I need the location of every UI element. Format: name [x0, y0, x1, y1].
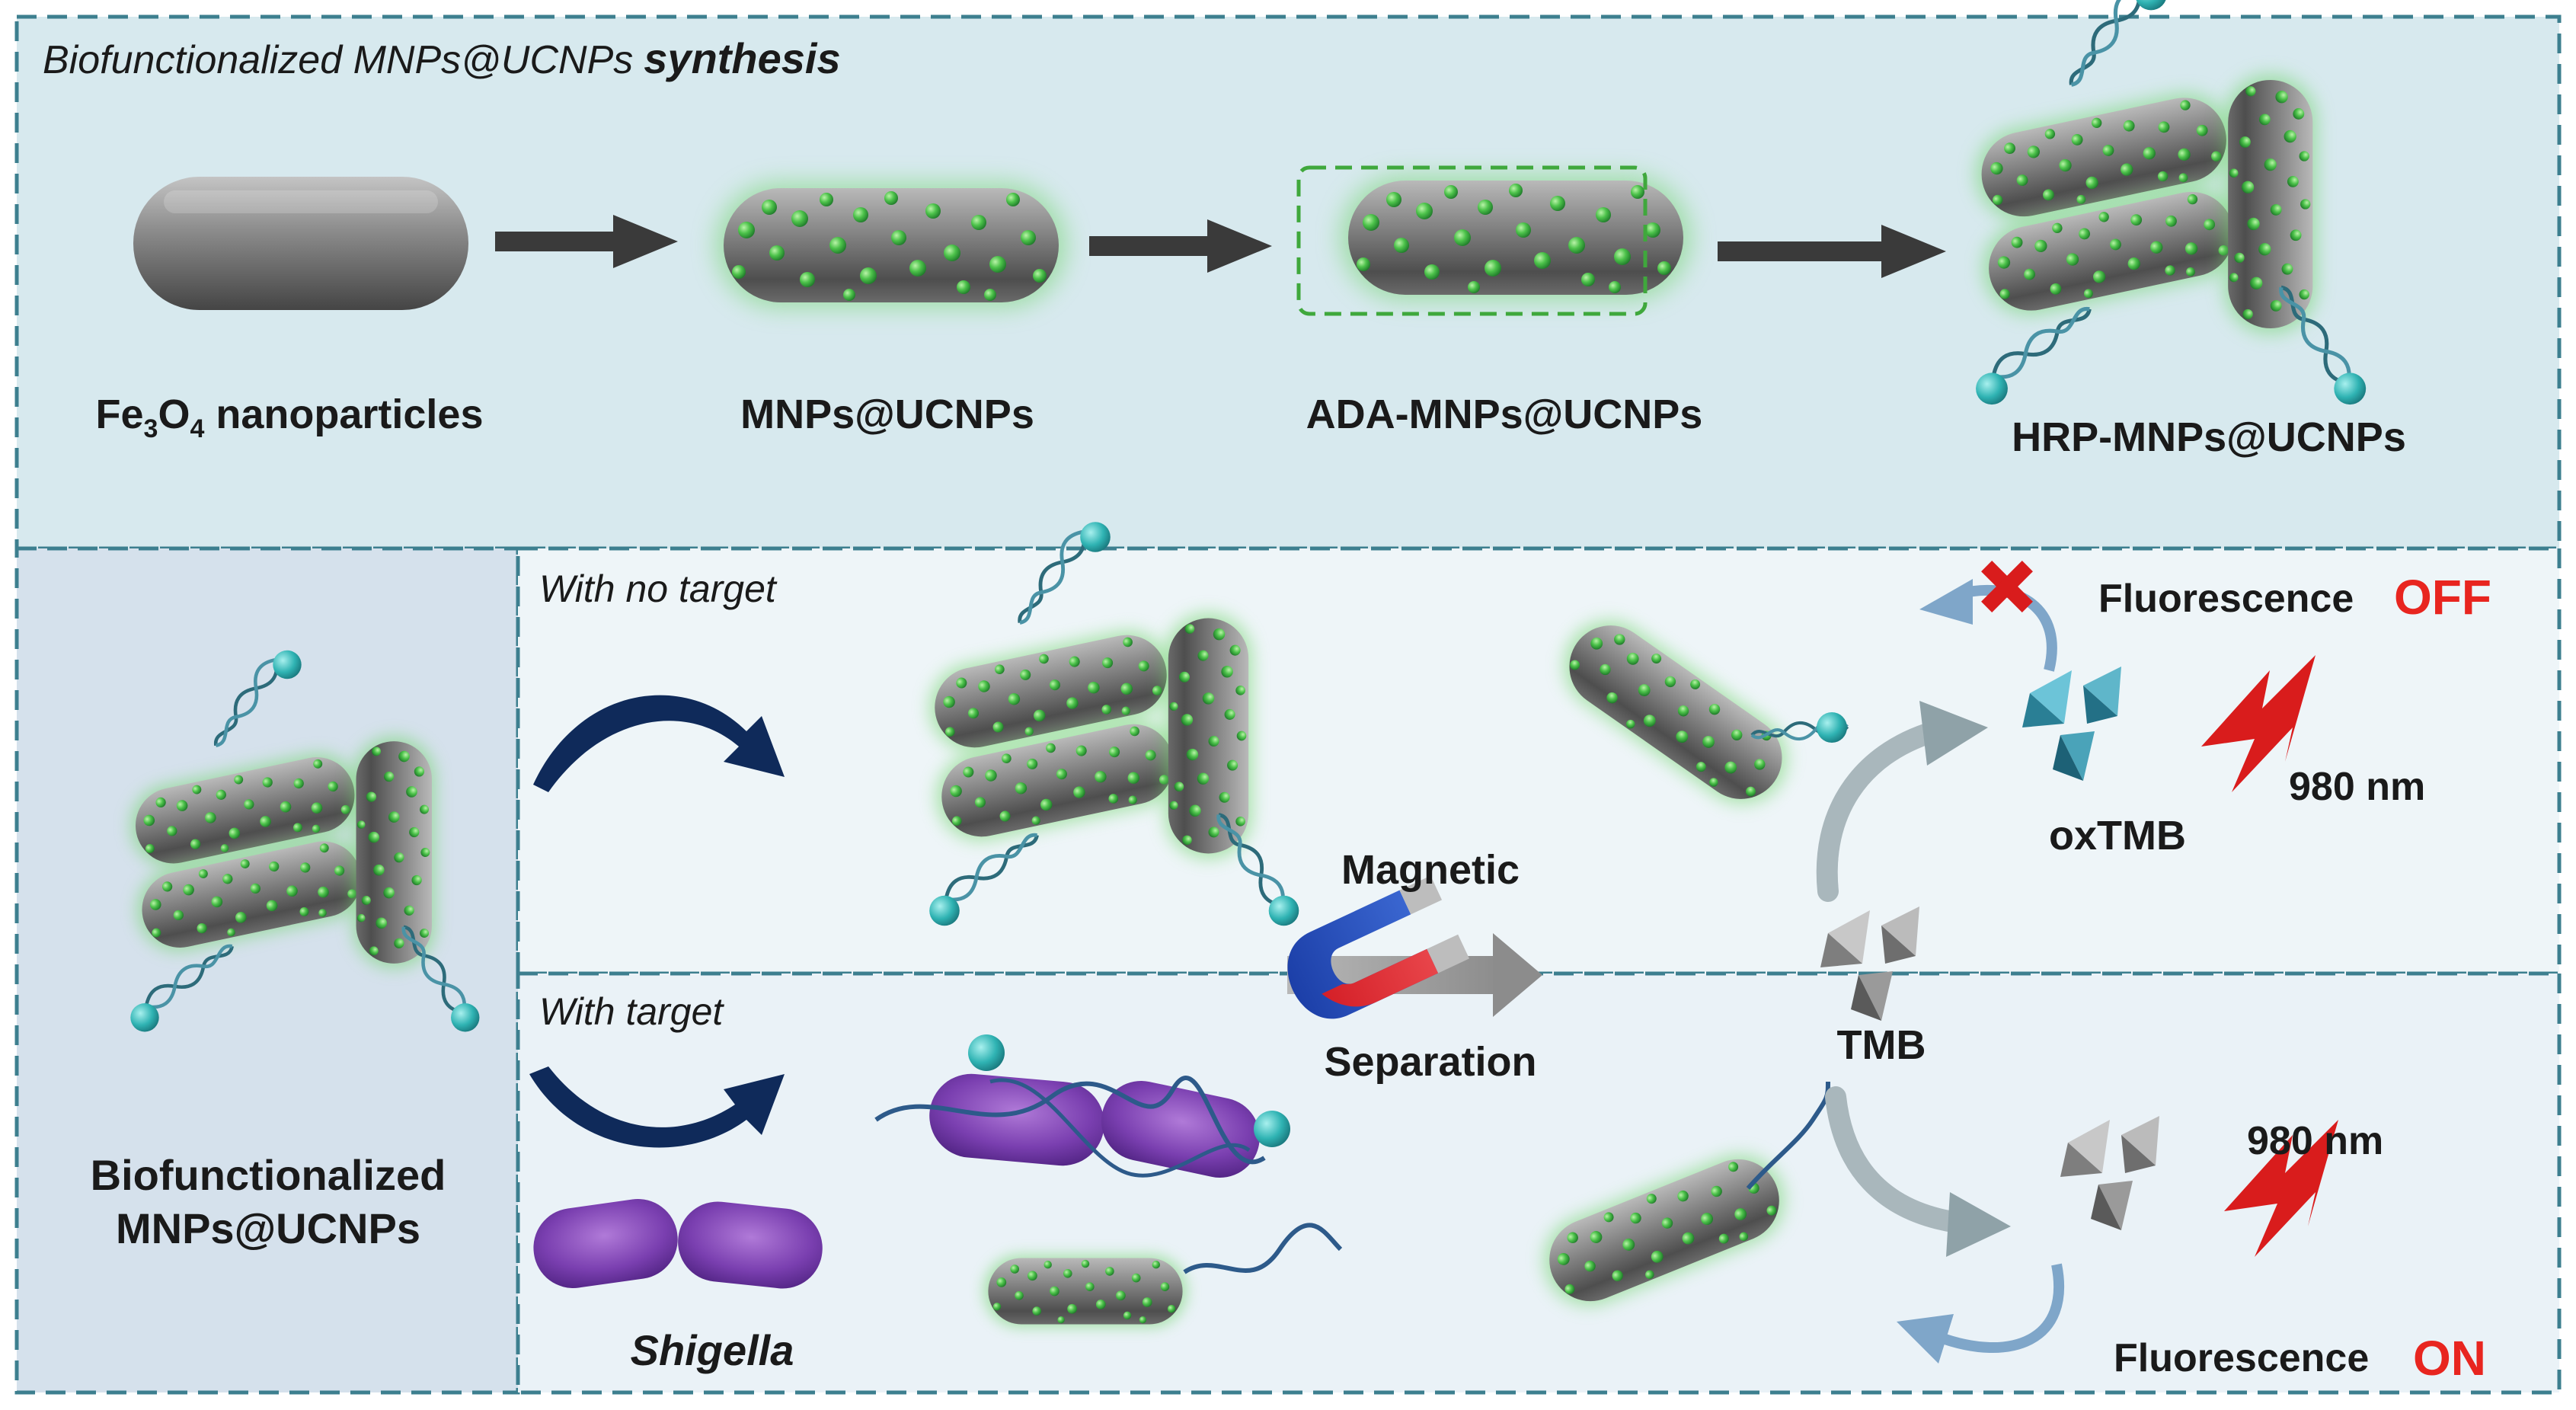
tmb-label: TMB	[1837, 1022, 1926, 1068]
fluorescence-on-state: ON	[2413, 1331, 2486, 1386]
target-title: With target	[539, 990, 724, 1033]
fe3o4-nanoparticle	[133, 177, 468, 310]
curved-arrow-to-tmb	[1825, 1086, 2011, 1257]
ada-mnps-ucnps-label: ADA-MNPs@UCNPs	[1306, 392, 1703, 437]
separation-label: Separation	[1324, 1039, 1536, 1085]
synthesis-arrow-2	[1089, 219, 1272, 273]
shigella-label: Shigella	[631, 1326, 794, 1374]
synthesis-arrow-3	[1718, 225, 1946, 278]
target-panel	[516, 971, 2562, 1395]
no-target-title: With no target	[539, 568, 778, 610]
mnps-ucnps-particle	[716, 183, 1066, 308]
magnet-icon	[1287, 875, 1469, 1019]
active-cycle-arrow	[1897, 1263, 2065, 1364]
biofunctionalized-label-line1: Biofunctionalized	[91, 1151, 446, 1199]
target-free-dna	[1183, 1223, 1343, 1274]
target-curved-arrow	[529, 1066, 785, 1148]
ada-dashed-box	[1296, 165, 1648, 316]
ada-mnps-ucnps-particle	[1341, 175, 1691, 300]
left-panel	[14, 546, 520, 1395]
wavelength-on-label: 980 nm	[2247, 1119, 2383, 1163]
no-target-curved-arrow	[533, 695, 785, 792]
fluorescence-on-label: Fluorescence	[2114, 1336, 2369, 1380]
blocked-cycle-arrow	[1919, 579, 2057, 672]
no-target-panel	[516, 546, 2562, 976]
blocked-x-icon	[1981, 561, 2033, 612]
hrp-mnps-ucnps-label: HRP-MNPs@UCNPs	[2012, 414, 2406, 460]
shigella-bacteria	[533, 1199, 823, 1289]
magnetic-label: Magnetic	[1341, 847, 1520, 893]
target-free-rod	[984, 1255, 1187, 1327]
mnps-ucnps-label: MNPs@UCNPs	[740, 392, 1034, 437]
curved-arrow-to-oxtmb	[1816, 701, 1988, 902]
fluorescence-off-state: OFF	[2394, 570, 2491, 625]
synthesis-arrow-1	[495, 215, 678, 268]
fe3o4-label: Fe3O4 nanoparticles	[96, 392, 484, 443]
fluorescence-off-label: Fluorescence	[2098, 577, 2354, 621]
biofunctionalized-label-line2: MNPs@UCNPs	[116, 1204, 420, 1252]
wavelength-off-label: 980 nm	[2289, 765, 2425, 809]
bound-bacteria-complex	[874, 1034, 1290, 1178]
oxtmb-label: oxTMB	[2049, 813, 2186, 858]
no-target-hrp-enzyme	[1817, 712, 1847, 743]
